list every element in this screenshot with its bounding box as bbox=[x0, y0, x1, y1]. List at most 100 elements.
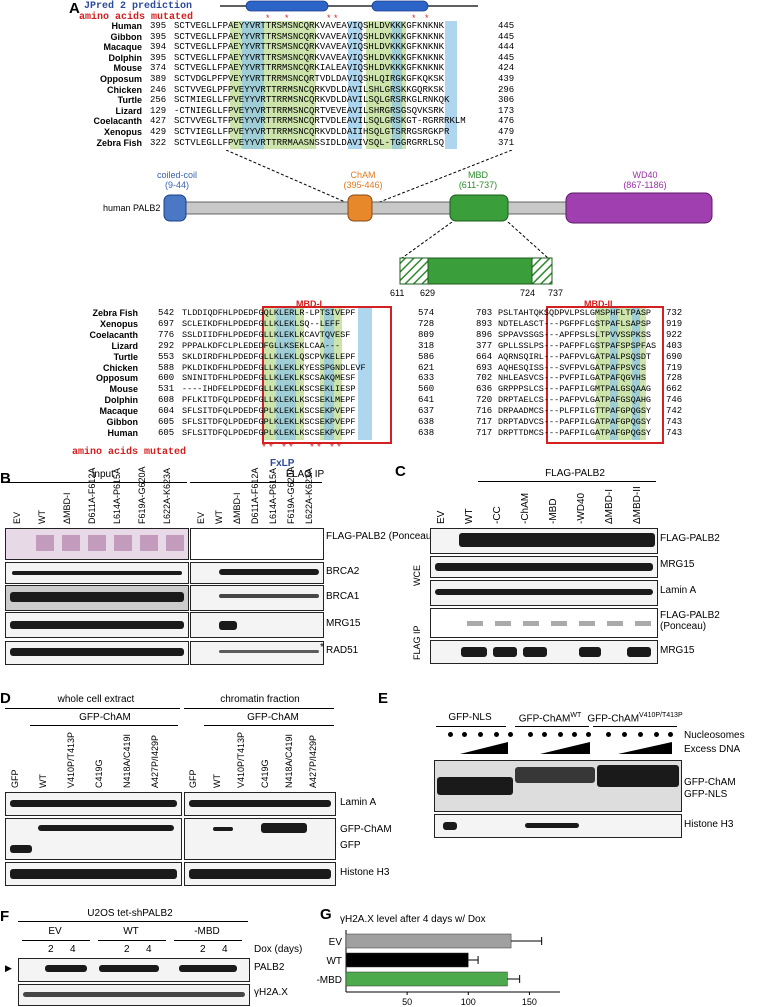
e-nucleosome-dot bbox=[654, 732, 659, 737]
g-category-label: -MBD bbox=[316, 975, 342, 986]
bottom-seq1: PPPALKDFCLPLEDEDFGLLKSEKLCAA--- bbox=[182, 340, 341, 351]
bottom-end2: 743 bbox=[666, 417, 683, 427]
top-species: Coelacanth bbox=[93, 116, 142, 127]
bottom-species: Xenopus bbox=[99, 318, 138, 329]
jpred-label: JPred 2 prediction bbox=[84, 1, 193, 12]
top-end: 445 bbox=[498, 21, 515, 31]
c-ip-label: FLAG IP bbox=[412, 625, 422, 660]
c-lane: ΔMBD-I bbox=[604, 488, 615, 524]
top-end: 306 bbox=[498, 95, 515, 106]
b-ip-brca1 bbox=[190, 585, 324, 611]
c-row-flag: FLAG-PALB2 bbox=[660, 533, 720, 544]
d-chrom-h3 bbox=[184, 862, 336, 886]
bottom-seq1: SKLDIRDFHLPDEDFGLLKLEKLQSCPVKELEPF bbox=[182, 351, 356, 362]
f-group-ev: EV bbox=[48, 926, 62, 937]
panel-label-c: C bbox=[395, 463, 406, 480]
f-day: 4 bbox=[146, 944, 152, 955]
f-arrowhead: ▶ bbox=[5, 963, 12, 973]
bottom-seq2: GRPPPSLCS---PAFPILGMTPALGSQAAG bbox=[498, 384, 652, 395]
d-wce-lane: N418A/C419I bbox=[122, 733, 132, 788]
top-seq: SCTVVEGLTFPVEYYVRTTRRMSNCQRTVDLEAVILSQLG… bbox=[174, 116, 466, 127]
e-row-gfp-nls: GFP-NLS bbox=[684, 789, 728, 800]
top-seq: SCTVIEGLLFPVEYYVRTTRRMSNCQRKVDLDAIIHSQLG… bbox=[174, 127, 450, 137]
bottom-start2: 636 bbox=[476, 384, 493, 395]
bottom-species: Mouse bbox=[109, 384, 138, 395]
bottom-seq2: AQRNSQIRL---PAFPVLGATPALPSQSDT bbox=[498, 351, 652, 362]
bottom-species: Lizard bbox=[111, 340, 138, 351]
jpred-helix-track bbox=[220, 0, 478, 12]
top-end: 479 bbox=[498, 127, 515, 137]
top-end: 445 bbox=[498, 31, 515, 42]
bottom-start1: 776 bbox=[158, 329, 175, 340]
mutated-label-top: amino acids mutated bbox=[79, 12, 194, 23]
g-category-label: WT bbox=[326, 956, 342, 967]
bottom-start1: 697 bbox=[158, 318, 175, 329]
panel-label-d: D bbox=[0, 690, 11, 707]
g-x-tick-label: 150 bbox=[522, 997, 537, 1007]
coiled-coil-label: coiled-coil(9-44) bbox=[156, 170, 198, 190]
bottom-start2: 693 bbox=[476, 362, 493, 373]
b-input-lane: ΔMBD-I bbox=[62, 492, 72, 524]
bottom-start2: 717 bbox=[476, 427, 493, 438]
d-sub1: GFP-ChAM bbox=[79, 712, 131, 723]
c-lane: -WD40 bbox=[576, 492, 587, 524]
palb2-schematic bbox=[163, 192, 713, 224]
b-input-rad51 bbox=[5, 641, 189, 665]
b-input-brca2 bbox=[5, 562, 189, 584]
e-nucleosome-dot bbox=[542, 732, 547, 737]
c-lane: ΔMBD-II bbox=[632, 486, 643, 524]
mbd1-label: MBD-I bbox=[296, 299, 322, 309]
f-group-mbd: -MBD bbox=[194, 926, 220, 937]
c-wce-mrg15 bbox=[430, 556, 658, 578]
f-row-gh2ax: γH2A.X bbox=[254, 987, 288, 998]
bottom-seq2: NDTELASCT---PGFPFLGSTPAFLSAPSP bbox=[498, 318, 652, 329]
b-ip-brca2 bbox=[190, 562, 324, 584]
bottom-start1: 608 bbox=[158, 395, 175, 406]
b-ip-lane: EV bbox=[196, 511, 206, 524]
top-end: 445 bbox=[498, 52, 515, 63]
top-start: 322 bbox=[150, 137, 167, 148]
top-species: Gibbon bbox=[110, 31, 143, 42]
bottom-end2: 743 bbox=[666, 427, 683, 438]
d-chrom-lane: V410P/T413P bbox=[236, 731, 246, 788]
bottom-start2: 717 bbox=[476, 417, 493, 427]
bottom-start2: 702 bbox=[476, 373, 493, 384]
f-blot-gh2ax bbox=[18, 984, 250, 1006]
bottom-end1: 637 bbox=[418, 406, 435, 417]
f-day: 2 bbox=[200, 944, 206, 955]
d-wce-lane: C419G bbox=[94, 759, 104, 788]
bottom-end2: 690 bbox=[666, 351, 683, 362]
top-start: 427 bbox=[150, 116, 167, 127]
b-row-brca1: BRCA1 bbox=[326, 591, 360, 602]
d-chrom-lane: N418A/C419I bbox=[284, 733, 294, 788]
bottom-end2: 922 bbox=[666, 329, 683, 340]
bottom-end2: 919 bbox=[666, 318, 683, 329]
c-ip-mrg15 bbox=[430, 640, 658, 664]
bottom-end1: 809 bbox=[418, 329, 435, 340]
mbd-tick-724: 724 bbox=[520, 288, 536, 298]
b-row-brca2: BRCA2 bbox=[326, 566, 360, 577]
top-seq: SCTVEGLLFPAEYYVRTTRSMSNCQRKVAVEAVIQSHLDV… bbox=[174, 31, 445, 42]
bottom-end2: 662 bbox=[666, 384, 683, 395]
bottom-species: Turtle bbox=[113, 351, 138, 362]
d-wce-h3 bbox=[5, 862, 182, 886]
b-input-lane: D611A-F612A bbox=[87, 467, 97, 524]
bottom-start2: 703 bbox=[476, 308, 493, 318]
bottom-seq2: DRPTAELCS---PAFPVLGATPAFGSQAHG bbox=[498, 395, 652, 406]
e-row-h3: Histone H3 bbox=[684, 819, 734, 830]
panel-label-a: A bbox=[69, 0, 80, 17]
f-day: 4 bbox=[222, 944, 228, 955]
b-asterisk: * bbox=[320, 642, 324, 653]
d-chrom-lane: GFP bbox=[188, 769, 198, 788]
c-lane: -CC bbox=[492, 506, 503, 524]
bottom-end2: 403 bbox=[666, 340, 683, 351]
d-sub2: GFP-ChAM bbox=[247, 712, 299, 723]
c-ip-ponceau bbox=[430, 608, 658, 638]
bottom-seq2: DRPTADVCS---PAFPILGATPAFGPQGSY bbox=[498, 417, 652, 427]
c-row-lamin: Lamin A bbox=[660, 585, 697, 596]
bottom-end1: 560 bbox=[418, 384, 435, 395]
top-start: 395 bbox=[150, 52, 167, 63]
d-wce-lamin bbox=[5, 792, 182, 816]
d-row-gfp-cham: GFP-ChAM bbox=[340, 824, 392, 835]
top-species: Dolphin bbox=[108, 52, 143, 63]
